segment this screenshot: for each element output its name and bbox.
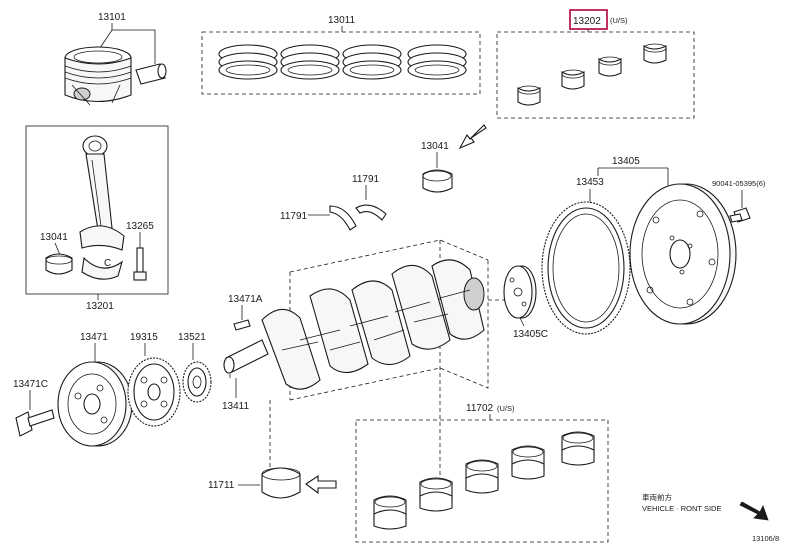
main-bearing-shells [373,431,595,530]
rod-bearing-shells [517,43,667,106]
bearing-shell-11711 [261,467,301,499]
label-11791-a: 11791 [352,174,380,185]
crank-gear [182,361,212,403]
crankshaft-group[interactable]: 13411 [222,239,520,500]
thrust-washer-left [329,205,357,231]
crankshaft [223,259,485,390]
label-11791-b: 11791 [280,211,308,222]
main-bearing-11711-group[interactable]: 11711 [208,467,337,499]
rod-bolt [133,247,147,281]
label-13041-rod: 13041 [40,232,68,243]
timing-sprocket [127,357,181,427]
piston-ring-stack [218,44,467,80]
diagram-code: 13106/8 [752,534,779,543]
piston [64,46,132,106]
label-11702: 11702 [466,403,494,414]
label-11711: 11711 [208,480,235,491]
thrust-washer-group[interactable]: 11791 11791 [280,174,387,231]
outline-arrow-icon [305,474,337,495]
rod-bearing-set-group[interactable]: 13202 (U/S) [496,9,695,119]
label-13471C: 13471C [13,379,48,390]
piston-pin [135,63,167,85]
label-13202-highlight [569,9,608,30]
drive-plate-group[interactable]: 13405C [503,265,548,340]
label-11702-note: (U/S) [497,404,515,413]
vehicle-front-indicator: 車両前方 VEHICLE · RONT SIDE [642,492,769,521]
main-bearing-13041-group[interactable]: 13041 [421,124,487,193]
crank-gear-group[interactable]: 13521 [178,332,212,403]
timing-sprocket-group[interactable]: 19315 [127,332,181,427]
label-13202-note: (U/S) [610,16,628,25]
label-13265: 13265 [126,221,154,232]
connecting-rod [79,135,125,280]
label-13101: 13101 [98,12,126,23]
key-13471a-group[interactable]: 13471A [228,294,263,331]
drive-plate [503,265,537,319]
label-90041: 90041-05395(6) [712,179,766,188]
label-13405C: 13405C [513,329,548,340]
piston-group[interactable]: 13101 [64,12,167,106]
crank-pulley-group[interactable]: 13471 [57,332,133,447]
pulley-bolt-group[interactable]: 13471C [13,379,55,437]
label-13201: 13201 [86,301,114,312]
label-13453: 13453 [576,177,604,188]
woodruff-key [233,319,251,331]
front-label-jp: 車両前方 [642,492,672,502]
thrust-washer-right [355,204,387,221]
rod-mark-c: C [104,258,111,269]
solid-arrow-icon [739,501,769,521]
front-label-en: VEHICLE · RONT SIDE [642,504,721,513]
piston-ring-set-group[interactable]: 13011 [201,15,481,95]
label-13521: 13521 [178,332,206,343]
label-13202: 13202 [573,16,601,27]
label-13405: 13405 [612,156,640,167]
ring-gear [541,201,631,335]
label-13411: 13411 [222,401,250,412]
flywheel-group[interactable]: 13405 13453 [541,156,737,335]
label-13011: 13011 [328,15,356,26]
flywheel-bolt [729,207,751,223]
bearing-shell-13041 [422,169,453,193]
flywheel [629,183,737,325]
flywheel-bolt-group[interactable]: 90041-05395(6) [712,179,766,223]
main-bearing-set-group[interactable]: 11702 (U/S) [355,403,609,543]
outline-arrow-icon [458,124,487,150]
label-13041-top: 13041 [421,141,449,152]
label-13471: 13471 [80,332,108,343]
rod-bearing-shell-13041 [45,253,73,275]
crank-pulley [57,361,133,447]
label-19315: 19315 [130,332,158,343]
pulley-bolt [15,409,55,437]
label-13471A: 13471A [228,294,263,305]
connecting-rod-group[interactable]: 13201 C 13041 13265 [25,125,169,312]
